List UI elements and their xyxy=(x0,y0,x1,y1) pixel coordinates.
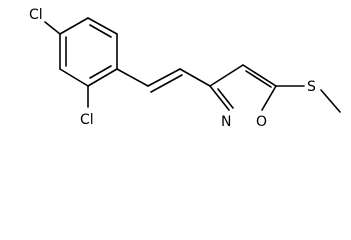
isoxazole-double-bond xyxy=(245,70,272,88)
atom-oxygen: O xyxy=(256,114,267,130)
vinyl-double-bond xyxy=(147,68,181,87)
ring-bond xyxy=(59,68,89,87)
atom-cl-bottom: Cl xyxy=(80,112,94,128)
isoxazole-bond xyxy=(209,85,230,111)
bond-lines xyxy=(44,17,341,113)
vinyl-bond xyxy=(179,68,211,87)
ring-bond xyxy=(87,17,118,35)
vinyl-double-bond-inner xyxy=(150,74,183,93)
atom-labels: Cl Cl N O S xyxy=(29,7,316,130)
atom-cl-top: Cl xyxy=(29,7,43,23)
methyl-bond xyxy=(320,89,341,113)
isoxazole-bond xyxy=(242,64,277,87)
isoxazole-bond xyxy=(261,85,277,111)
atom-sulfur: S xyxy=(307,79,316,95)
ring-bond xyxy=(87,68,118,87)
ring-double-bond xyxy=(89,65,112,79)
isoxazole-bond xyxy=(209,64,244,87)
chemical-structure: Cl Cl N O S xyxy=(29,7,341,130)
cl-top-bond xyxy=(44,21,61,35)
atom-nitrogen: N xyxy=(221,114,231,130)
ring-double-bond xyxy=(89,24,112,38)
ring-bond xyxy=(59,17,89,35)
vinyl-bond xyxy=(116,68,149,87)
isoxazole-double-bond xyxy=(217,88,234,109)
